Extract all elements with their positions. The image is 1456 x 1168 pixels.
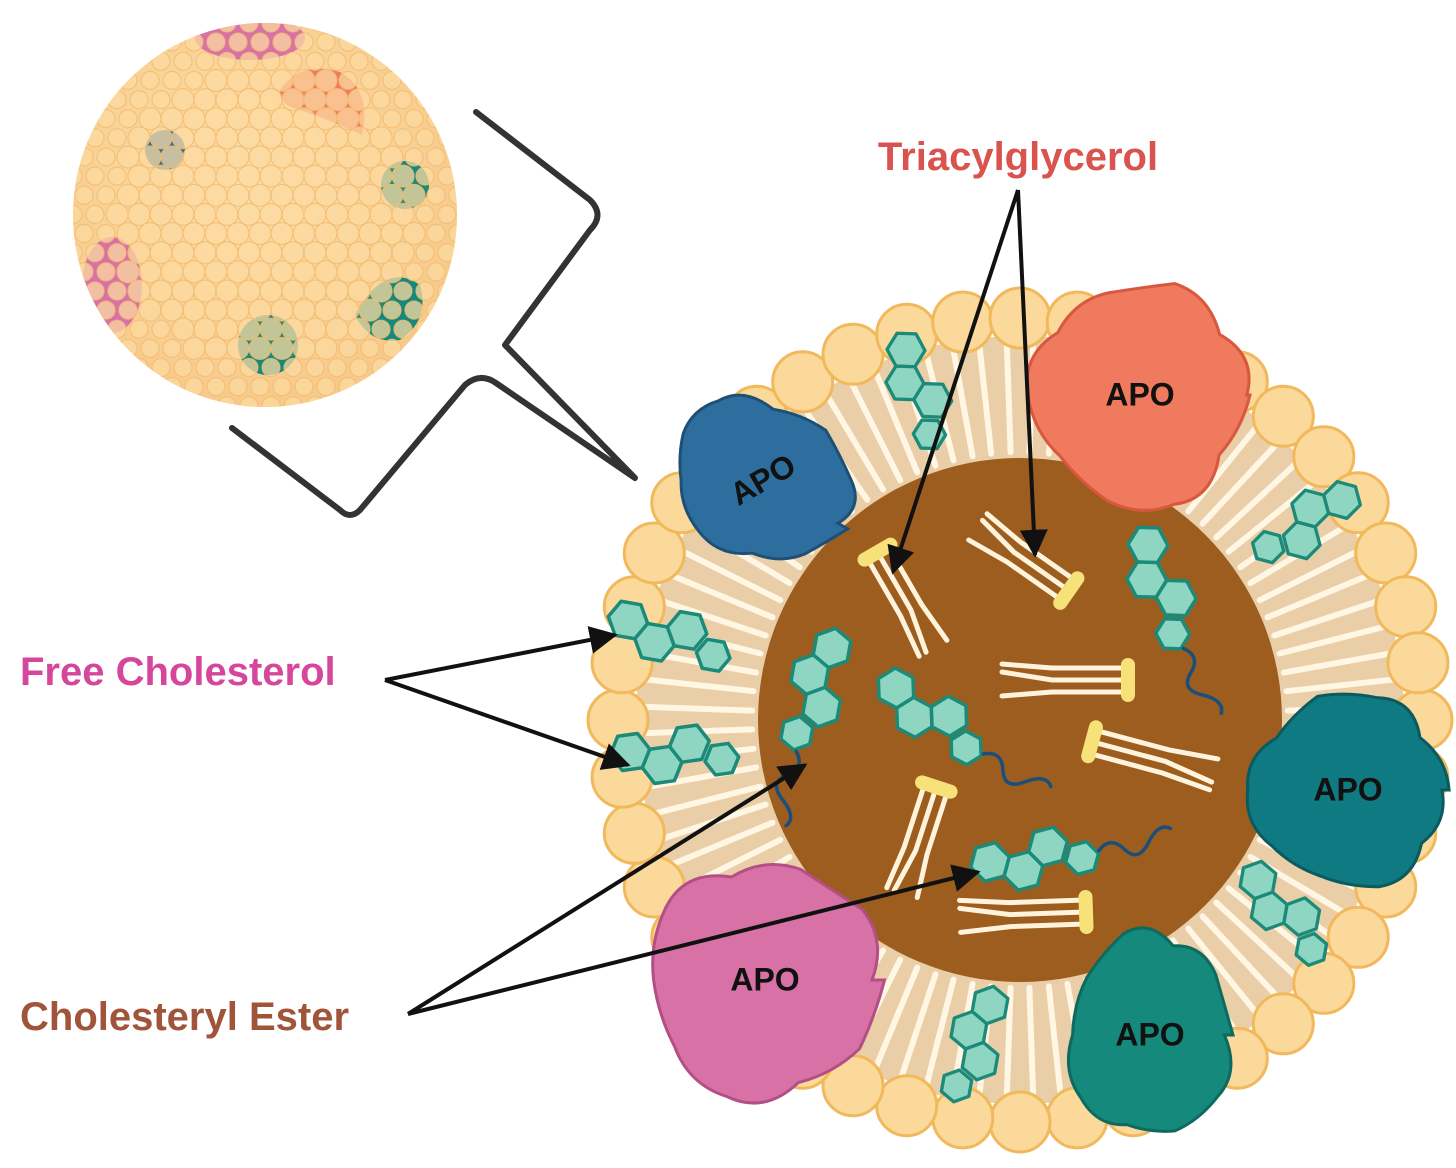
apo-label: APO xyxy=(1115,1016,1184,1052)
apo-protein xyxy=(678,393,857,561)
free-cholesterol-molecule xyxy=(939,984,1010,1104)
tg-arrow-2 xyxy=(1016,189,1048,558)
phospholipid-head xyxy=(988,286,1052,350)
phospholipid-head xyxy=(622,521,686,585)
phospholipid-head xyxy=(1354,521,1418,585)
free-cholesterol-molecule xyxy=(606,599,732,673)
ester-arrow-2 xyxy=(407,864,981,1016)
free-cholesterol-molecules xyxy=(606,331,1363,1104)
cholesteryl-ester-molecule xyxy=(774,626,853,828)
triacylglycerol-molecule xyxy=(884,775,958,901)
phospholipid-head xyxy=(1251,992,1315,1056)
phospholipid-head xyxy=(602,801,666,865)
apo-protein xyxy=(1066,926,1235,1133)
cholesteryl-ester-label: Cholesteryl Ester xyxy=(20,995,349,1039)
triacylglycerol-label: Triacylglycerol xyxy=(878,135,1158,179)
phospholipid-head xyxy=(988,1090,1052,1154)
free-cholesterol-molecule xyxy=(884,331,954,451)
phospholipid-head xyxy=(875,1074,939,1138)
free-chol-arrow-1 xyxy=(384,626,618,682)
triacylglycerol-molecule xyxy=(999,658,1135,702)
triacylglycerol-molecule xyxy=(966,511,1085,610)
pointer-arrows xyxy=(384,189,1048,1016)
zoom-connector xyxy=(229,109,638,518)
triacylglycerol-molecule xyxy=(957,889,1094,935)
phospholipid-head xyxy=(931,290,995,354)
phospholipid-head xyxy=(1251,384,1315,448)
apo-protein xyxy=(651,863,887,1105)
apo-label: APO xyxy=(730,961,799,997)
free-chol-arrow-2 xyxy=(384,678,631,770)
phospholipid-head xyxy=(1326,905,1390,969)
free-cholesterol-molecule xyxy=(1250,479,1363,565)
cholesteryl-ester-molecule xyxy=(876,666,1053,789)
cholesteryl-ester-molecule xyxy=(1125,525,1224,716)
core-contents xyxy=(774,511,1224,935)
tg-arrow-1 xyxy=(887,189,1020,575)
apo-protein xyxy=(1245,692,1451,889)
free-cholesterol-label: Free Cholesterol xyxy=(20,650,336,694)
free-cholesterol-molecule xyxy=(1238,859,1329,967)
apo-label: APO xyxy=(1313,771,1382,807)
apo-label: APO xyxy=(1105,376,1174,412)
phospholipid-head xyxy=(771,350,835,414)
phospholipid-head xyxy=(1386,631,1450,695)
cholesteryl-ester-molecule xyxy=(968,825,1173,892)
lipoprotein-overview xyxy=(73,23,457,407)
phospholipid-head xyxy=(1374,575,1438,639)
ester-arrow-1 xyxy=(406,763,808,1016)
phospholipid-head xyxy=(1292,425,1356,489)
triacylglycerol-molecule xyxy=(1081,720,1221,793)
phospholipid-head xyxy=(821,322,885,386)
